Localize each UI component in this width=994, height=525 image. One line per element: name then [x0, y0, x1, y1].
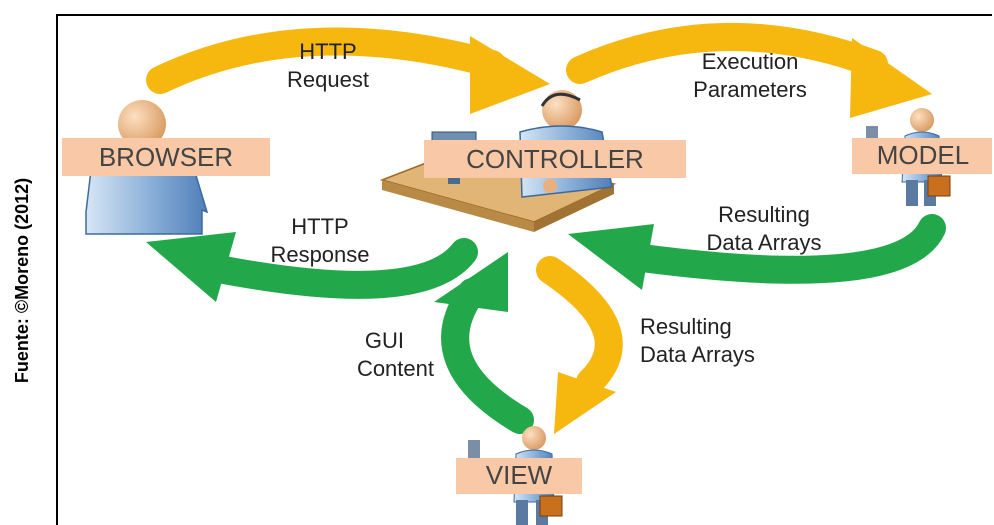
- model-label-box: [852, 138, 992, 174]
- execution-parameters-arrow: [566, 23, 932, 118]
- controller-label: CONTROLLER: [466, 144, 644, 174]
- view-label: VIEW: [486, 460, 553, 490]
- diagram-frame: BROWSER CONTROLLER MODEL VIEW HTTP Reque…: [56, 14, 992, 525]
- gui-content-label-line1: GUI: [365, 328, 404, 353]
- http-response-label-line2: Response: [270, 242, 369, 267]
- model-result-label-line1: Resulting: [718, 202, 810, 227]
- figure-caption-container: Fuente: ©Moreno (2012): [8, 80, 38, 480]
- view-data-label-line2: Data Arrays: [640, 342, 755, 367]
- http-response-label-line1: HTTP: [291, 214, 348, 239]
- http-request-arrow: [146, 27, 550, 114]
- view-data-label-line1: Resulting: [640, 314, 732, 339]
- model-label: MODEL: [877, 140, 969, 170]
- mvc-diagram: BROWSER CONTROLLER MODEL VIEW HTTP Reque…: [62, 23, 992, 525]
- http-request-label-line2: Request: [287, 67, 369, 92]
- execution-parameters-label-line2: Parameters: [693, 77, 807, 102]
- view-label-box: [456, 458, 582, 494]
- figure-caption: Fuente: ©Moreno (2012): [12, 177, 33, 383]
- browser-label: BROWSER: [99, 142, 233, 172]
- gui-content-arrow: [434, 252, 534, 434]
- gui-content-label-line2: Content: [357, 356, 434, 381]
- view-data-arrow: [536, 256, 623, 434]
- execution-parameters-label-line1: Execution: [702, 49, 799, 74]
- model-result-label-line2: Data Arrays: [707, 230, 822, 255]
- http-request-label-line1: HTTP: [299, 39, 356, 64]
- model-result-arrow: [568, 214, 946, 290]
- controller-label-box: [424, 140, 686, 178]
- browser-label-box: [62, 138, 270, 176]
- http-response-arrow: [146, 232, 478, 302]
